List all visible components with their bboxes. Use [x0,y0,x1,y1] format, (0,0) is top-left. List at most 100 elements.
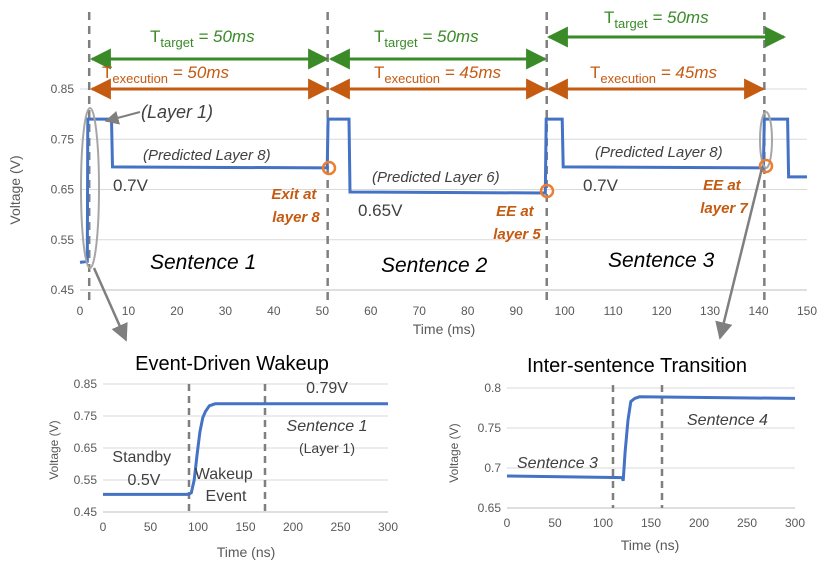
transition-highlight-ellipse [759,111,773,169]
x-tick-label: 100 [188,520,208,534]
x-tick-label: 0 [100,520,107,534]
y-tick-label: 0.45 [51,283,75,297]
x-tick-label: 30 [219,304,233,318]
y-tick-label: 0.75 [74,409,98,423]
main-x-axis-title: Time (ms) [413,321,475,337]
wakeup-gridlines [103,383,388,513]
x-tick-label: 50 [144,520,158,534]
y-tick-label: 0.65 [74,441,98,455]
x-tick-label: 0 [77,304,84,318]
sentence-label-2: Sentence 2 [381,254,488,277]
transition-x-axis-title: Time (ns) [621,537,680,553]
x-tick-label: 40 [267,304,281,318]
exit-marker-1 [321,160,337,176]
main-y-tick-labels: 0.85 0.75 0.65 0.55 0.45 [51,82,75,297]
transition-y-axis-title: Voltage (V) [447,423,461,482]
target-arrows [89,26,787,70]
x-tick-label: 50 [316,304,330,318]
wakeup-sentence-label: Sentence 1 [287,418,368,435]
transition-gridlines [507,387,795,509]
sentence-label-1: Sentence 1 [150,251,256,274]
y-tick-label: 0.65 [478,501,502,515]
exec-label-1: Texecution = 50ms [102,63,229,86]
wakeup-chart: Event-Driven Wakeup 0.85 0.75 0.65 0.55 0.45… [47,353,398,560]
x-tick-label: 90 [510,304,524,318]
x-tick-label: 130 [700,304,720,318]
main-voltage-series [79,117,807,264]
x-tick-label: 150 [797,304,817,318]
transition-voltage-series [506,395,796,482]
x-tick-label: 70 [413,304,427,318]
y-tick-label: 0.7 [484,461,501,475]
x-tick-label: 250 [330,520,350,534]
layer1-pointer [104,111,141,125]
x-tick-label: 100 [593,516,613,530]
y-tick-label: 0.8 [484,381,501,395]
x-tick-label: 150 [235,520,255,534]
target-label-1: Ttarget = 50ms [150,27,255,50]
x-tick-label: 250 [737,516,757,530]
wakeup-y-tick-labels: 0.85 0.75 0.65 0.55 0.45 [74,377,98,519]
zoom-pointer-left [92,267,128,342]
zoom-pointer-right [715,167,764,340]
transition-sentence3-label: Sentence 3 [517,455,598,472]
x-tick-label: 120 [652,304,672,318]
x-tick-label: 300 [785,516,805,530]
x-tick-label: 300 [378,520,398,534]
exec-label-3: Texecution = 45ms [590,63,717,86]
wakeup-x-axis-title: Time (ns) [217,544,276,560]
transition-y-tick-labels: 0.8 0.75 0.7 0.65 [478,381,502,515]
predicted-label-3: (Predicted Layer 8) [595,144,723,161]
main-x-tick-labels: 0 10 20 30 40 50 60 70 80 90 100 110 120 130 140 150 [77,304,818,318]
transition-chart-title: Inter-sentence Transition [527,355,747,377]
x-tick-label: 10 [122,304,136,318]
exec-label-2: Texecution = 45ms [374,63,501,86]
y-tick-label: 0.85 [74,377,98,391]
layer1-highlight-ellipse [80,107,100,269]
exit-label-3: EE at layer 7 [700,177,748,217]
exit-marker-2 [539,183,555,199]
wakeup-event-label: Wakeup Event [195,466,258,505]
target-label-2: Ttarget = 50ms [374,27,479,50]
x-tick-label: 140 [749,304,769,318]
voltage-label-1: 0.7V [113,176,149,195]
wakeup-voltage-series [103,402,388,496]
y-tick-label: 0.65 [51,183,75,197]
y-tick-label: 0.55 [74,473,98,487]
x-tick-label: 60 [364,304,378,318]
exit-label-2: EE at layer 5 [493,203,541,243]
standby-label: Standby 0.5V [112,449,175,489]
wakeup-layer-label: (Layer 1) [299,440,355,456]
y-tick-label: 0.75 [51,132,75,146]
exit-label-1: Exit at layer 8 [271,186,320,226]
y-tick-label: 0.75 [478,421,502,435]
y-tick-label: 0.45 [74,505,98,519]
wakeup-y-axis-title: Voltage (V) [47,420,61,479]
wakeup-x-tick-labels: 0 50 100 150 200 250 300 [100,520,399,534]
voltage-label-2: 0.65V [358,201,403,220]
x-tick-label: 20 [170,304,184,318]
predicted-label-2: (Predicted Layer 6) [372,169,500,186]
x-tick-label: 200 [689,516,709,530]
x-tick-label: 50 [548,516,562,530]
exit-marker-3 [758,158,774,174]
layer1-label: (Layer 1) [141,102,213,122]
transition-x-tick-labels: 0 50 100 150 200 250 300 [504,516,806,530]
transition-chart: Inter-sentence Transition 0.8 0.75 0.7 0.65… [447,355,805,553]
x-tick-label: 0 [504,516,511,530]
y-tick-label: 0.85 [51,82,75,96]
predicted-label-1: (Predicted Layer 8) [143,147,271,164]
x-tick-label: 200 [283,520,303,534]
wakeup-voltage-label: 0.79V [306,380,348,397]
x-tick-label: 100 [555,304,575,318]
transition-sentence4-label: Sentence 4 [687,412,768,429]
main-y-axis-title: Voltage (V) [7,155,23,224]
x-tick-label: 80 [461,304,475,318]
wakeup-chart-title: Event-Driven Wakeup [135,353,329,375]
target-label-3: Ttarget = 50ms [604,8,709,31]
y-tick-label: 0.55 [51,233,75,247]
main-chart: 0.85 0.75 0.65 0.55 0.45 0 10 20 30 40 50 60 70 80 90… [7,8,818,342]
x-tick-label: 150 [641,516,661,530]
x-tick-label: 110 [604,304,623,318]
